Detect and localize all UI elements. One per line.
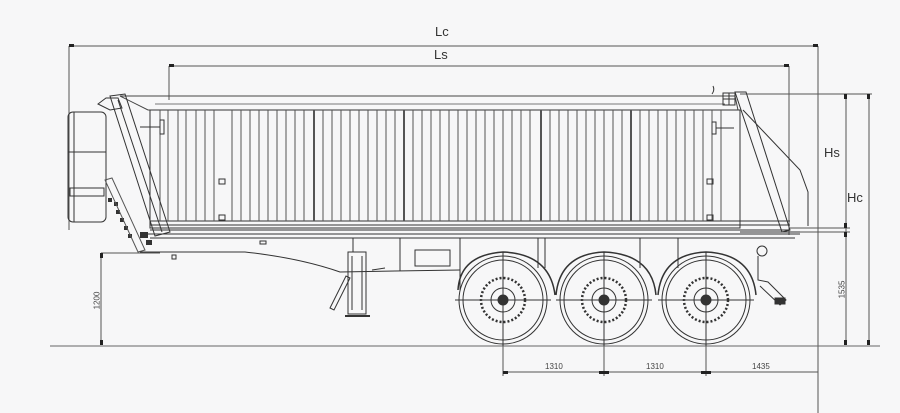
- dim-label-axle-spacing-1: 1310: [545, 362, 563, 371]
- dim-label-fifth-wheel-height: 1200: [92, 291, 102, 310]
- body-ribs: [160, 110, 721, 221]
- dim-label-axle-spacing-2: 1310: [646, 362, 664, 371]
- dimension-lines: [50, 46, 880, 413]
- front-wall: [68, 94, 170, 252]
- dimension-arrows: [69, 44, 870, 374]
- tailgate: [712, 86, 808, 238]
- dim-label-body-height: Hs: [824, 145, 840, 160]
- rear-bumper: [757, 246, 786, 305]
- dim-label-body-length: Ls: [434, 47, 448, 62]
- dim-label-overall-height: Hc: [847, 190, 863, 205]
- chassis: [140, 234, 800, 316]
- dim-label-rear-overhang: 1435: [752, 362, 770, 371]
- wheel-3: [658, 252, 754, 346]
- dim-label-frame-height: 1535: [837, 280, 847, 299]
- tipper-body: [120, 96, 790, 230]
- wheel-1: [455, 252, 551, 346]
- dim-label-overall-length: Lc: [435, 24, 449, 39]
- wheel-2: [556, 252, 652, 346]
- wheels: [455, 252, 756, 346]
